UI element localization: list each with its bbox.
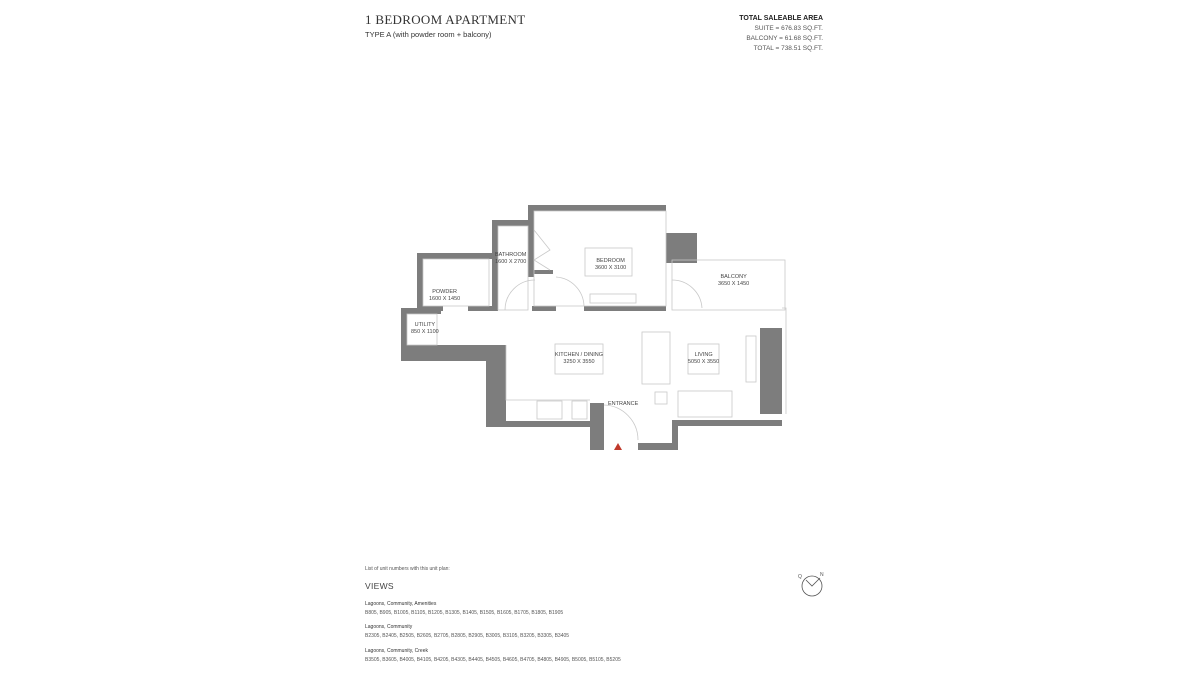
room-name: LIVING (694, 352, 713, 358)
view-group: Lagoons, Community, Creek B3505, B3605, … (365, 647, 621, 665)
page-subtitle: TYPE A (with powder room + balcony) (365, 30, 492, 39)
room-dims: 1600 X 1450 (429, 295, 461, 302)
view-group-units: B2305, B2405, B2505, B2605, B2705, B2805… (365, 633, 570, 639)
views-heading: VIEWS (365, 581, 394, 591)
view-group-title: Lagoons, Community (365, 624, 413, 630)
room-kitchen-dining: KITCHEN / DINING 3250 X 3550 (555, 352, 603, 365)
area-heading: TOTAL SALEABLE AREA (739, 15, 823, 22)
room-dims: 3600 X 3100 (595, 264, 627, 271)
svg-text:N: N (820, 572, 824, 578)
room-dims: 1600 X 2700 (495, 258, 527, 265)
room-utility: UTILITY 850 X 1100 (411, 322, 439, 335)
view-group-units: B3505, B3605, B4005, B4105, B4205, B4305… (365, 657, 621, 663)
entrance-marker-icon (614, 443, 622, 450)
room-dims: 5050 X 3550 (688, 358, 720, 365)
room-powder: POWDER 1600 X 1450 (429, 289, 460, 302)
area-suite: SUITE = 676.83 SQ.FT. (754, 25, 823, 32)
room-living: LIVING 5050 X 3550 (688, 352, 719, 365)
room-dims: 850 X 1100 (411, 328, 439, 335)
room-name: KITCHEN / DINING (555, 352, 603, 358)
floor-plan-drawing (401, 205, 787, 450)
room-bedroom: BEDROOM 3600 X 3100 (595, 258, 626, 271)
area-total: TOTAL = 738.51 SQ.FT. (753, 45, 823, 52)
svg-text:Q: Q (798, 574, 802, 580)
unit-list-label: List of unit numbers with this unit plan… (365, 566, 450, 572)
page-title: 1 BEDROOM APARTMENT (365, 12, 526, 27)
room-name: ENTRANCE (608, 401, 639, 407)
room-dims: 3250 X 3550 (563, 358, 595, 365)
view-group: Lagoons, Community B2305, B2405, B2505, … (365, 623, 569, 641)
room-name: BALCONY (720, 274, 747, 280)
floor-plan: BATHROOM 1600 X 2700 BEDROOM 3600 X 3100… (400, 200, 800, 460)
room-name: UTILITY (414, 322, 436, 328)
view-group-title: Lagoons, Community, Amenities (365, 601, 437, 607)
area-balcony: BALCONY = 61.68 SQ.FT. (746, 35, 823, 42)
room-bathroom: BATHROOM 1600 X 2700 (495, 252, 526, 265)
room-entrance: ENTRANCE (608, 401, 638, 408)
room-balcony: BALCONY 3650 X 1450 (718, 274, 749, 287)
room-name: BATHROOM (495, 252, 527, 258)
view-group-units: B805, B905, B1005, B1105, B1205, B1305, … (365, 610, 564, 616)
room-dims: 3650 X 1450 (718, 280, 750, 287)
saleable-area-block: TOTAL SALEABLE AREA SUITE = 676.83 SQ.FT… (739, 14, 823, 54)
view-group: Lagoons, Community, Amenities B805, B905… (365, 600, 563, 618)
compass-icon: Q N (798, 570, 830, 600)
room-name: POWDER (432, 289, 457, 295)
room-name: BEDROOM (596, 258, 625, 264)
view-group-title: Lagoons, Community, Creek (365, 648, 428, 654)
